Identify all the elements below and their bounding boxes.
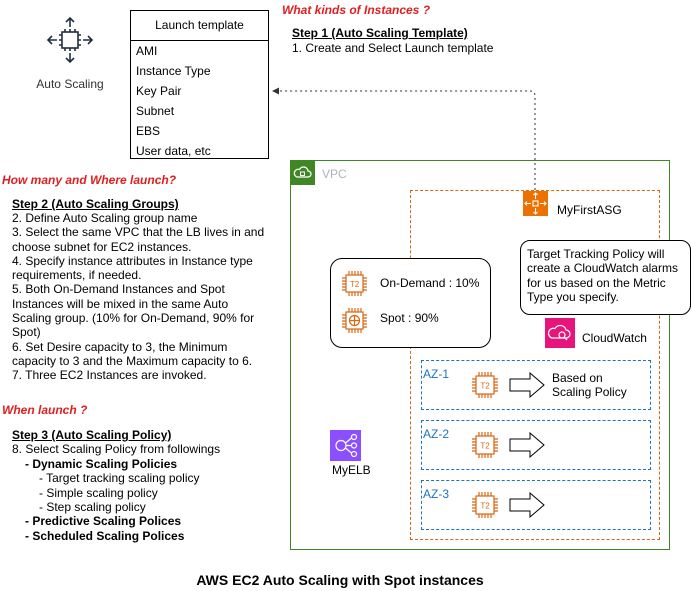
step2-line: 3. Select the same VPC that the LB lives… [12, 225, 265, 240]
step1-title: Step 1 (Auto Scaling Template) [292, 26, 468, 40]
tracking-note-line: Type you specify. [527, 289, 619, 304]
asg-container [410, 190, 660, 540]
step3-dynamic-item: - Step scaling policy [39, 500, 146, 514]
spot-instance-icon [341, 307, 368, 334]
launch-template-item: AMI [136, 44, 158, 58]
ec2-t2-icon: T2 [471, 371, 499, 399]
az-label: AZ-1 [423, 367, 450, 381]
step2-line: choose subnet for EC2 instances. [12, 239, 192, 254]
cloudwatch-icon [545, 318, 575, 348]
ec2-t2-icon: T2 [471, 431, 499, 459]
tracking-note-line: for us based on the Metric [527, 275, 666, 290]
step3-scheduled: - Scheduled Scaling Polices [25, 529, 185, 543]
az-box [421, 360, 651, 410]
vpc-cloud-icon [290, 160, 315, 185]
step3-intro: 8. Select Scaling Policy from followings [12, 442, 221, 456]
az1-note: Based on Scaling Policy [552, 371, 627, 400]
step2-line: capacity to 3 and the Maximum capacity t… [12, 353, 253, 368]
az-box [421, 480, 651, 530]
autoscaling-icon [46, 16, 94, 64]
step3-dynamic-item: - Simple scaling policy [39, 486, 158, 500]
diagram-caption: AWS EC2 Auto Scaling with Spot instances [196, 572, 484, 588]
step2-title: Step 2 (Auto Scaling Groups) [12, 197, 179, 211]
tracking-policy-callout [520, 240, 691, 315]
az-label: AZ-2 [423, 427, 450, 441]
az1-note-line: Scaling Policy [552, 385, 627, 400]
vpc-container [290, 160, 670, 550]
launch-template-item: User data, etc [136, 144, 211, 158]
vpc-label: VPC [322, 167, 347, 181]
launch-template-item: Instance Type [136, 64, 211, 78]
step2-line: Instances will be mixed in the same Auto [12, 296, 229, 311]
step3-dynamic-item: - Target tracking scaling policy [39, 471, 200, 485]
step3-title: Step 3 (Auto Scaling Policy) [12, 428, 172, 442]
launch-template-item: Subnet [136, 104, 175, 118]
launch-template-title: Launch template [131, 11, 268, 41]
tracking-note-text: Target Tracking Policy will create a Clo… [527, 247, 678, 304]
az1-note-line: Based on [552, 371, 603, 385]
autoscaling-label: Auto Scaling [36, 77, 104, 91]
asg-label: MyFirstASG [557, 203, 622, 217]
launch-template-item: EBS [136, 124, 161, 138]
instance-mix-callout [330, 258, 491, 348]
launch-template-box: Launch template AMI Instance Type Key Pa… [130, 10, 269, 159]
question-how-many: How many and Where launch? [2, 173, 177, 187]
question-when-launch: When launch ? [2, 403, 88, 417]
step2-line: Spot) [12, 325, 41, 340]
step2-line: 7. Three EC2 Instances are invoked. [12, 368, 207, 383]
launch-template-item: Key Pair [136, 84, 182, 98]
step1-line: 1. Create and Select Launch template [292, 41, 494, 55]
step2-line: Scaling group. (10% for On-Demand, 90% f… [12, 311, 255, 326]
cloudwatch-label: CloudWatch [582, 331, 647, 345]
tracking-note-line: Target Tracking Policy will [527, 247, 665, 261]
svg-text:T2: T2 [350, 280, 360, 289]
step2-line: 2. Define Auto Scaling group name [12, 211, 198, 225]
step3-dynamic: - Dynamic Scaling Policies [25, 457, 178, 471]
question-what-kinds: What kinds of Instances ? [282, 3, 431, 17]
az-box [421, 420, 651, 470]
tracking-note-line: create a CloudWatch alarms [527, 261, 678, 276]
svg-text:T2: T2 [480, 442, 490, 451]
svg-text:T2: T2 [480, 382, 490, 391]
step2-line: 6. Set Desire capacity to 3, the Minimum [12, 339, 228, 354]
az-label: AZ-3 [423, 487, 450, 501]
arrow-right-icon [509, 371, 545, 399]
step2-line: 5. Both On-Demand Instances and Spot [12, 282, 225, 297]
step2-line: 4. Specify instance attributes in Instan… [12, 253, 253, 268]
arrow-right-icon [509, 491, 545, 519]
step2-line: requirements, if needed. [12, 268, 142, 283]
spot-label: Spot : 90% [380, 311, 439, 325]
svg-text:T2: T2 [480, 502, 490, 511]
ec2-t2-icon: T2 [341, 270, 368, 297]
step2-body: 2. Define Auto Scaling group name 3. Sel… [12, 211, 282, 383]
elb-icon [330, 430, 361, 461]
step3-predictive: - Predictive Scaling Polices [25, 514, 182, 528]
ondemand-label: On-Demand : 10% [380, 276, 480, 290]
arrow-right-icon [509, 431, 545, 459]
ec2-t2-icon: T2 [471, 491, 499, 519]
elb-label: MyELB [332, 463, 371, 477]
autoscaling-group-icon [523, 191, 548, 216]
